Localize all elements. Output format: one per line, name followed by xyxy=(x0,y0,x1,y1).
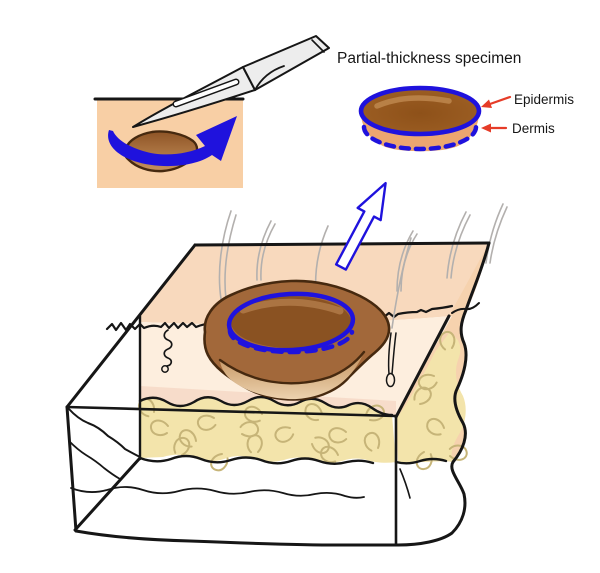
block-edges xyxy=(65,241,491,547)
specimen-sheen xyxy=(374,95,452,109)
epidermis-annotation: Epidermis xyxy=(481,92,574,108)
excision-margin-solid xyxy=(226,291,356,353)
muscle-layer-line-right xyxy=(399,468,411,499)
bottom-edge xyxy=(74,529,400,547)
hair-follicle xyxy=(385,332,397,388)
scalpel-end-line xyxy=(311,39,325,53)
scalpel xyxy=(132,35,330,128)
specimen-title: Partial-thickness specimen xyxy=(337,50,521,67)
specimen-dermis-side xyxy=(361,110,479,152)
dermis-label: Dermis xyxy=(512,121,555,136)
extraction-arrow xyxy=(334,181,387,271)
lesion-sheen xyxy=(239,298,344,315)
fat-layer-right xyxy=(397,333,466,463)
left-face-layer-line-1 xyxy=(67,407,141,458)
inset-panel xyxy=(93,35,330,188)
fat-bottom-line-right xyxy=(394,457,448,465)
left-face-layer-line-2 xyxy=(68,440,121,480)
dermis-annotation: Dermis xyxy=(481,121,555,136)
specimen-dermis-dashed xyxy=(361,124,479,152)
lesion-skirt-line xyxy=(218,350,366,385)
sweat-gland-coil xyxy=(161,329,173,373)
skin-block xyxy=(65,203,508,547)
excision-path-arrow xyxy=(108,116,237,167)
lesion-skirt xyxy=(220,352,364,400)
specimen-epidermis-top xyxy=(358,85,482,137)
specimen xyxy=(358,85,482,152)
fat-top-line xyxy=(138,395,394,417)
dermis-arrowhead-icon xyxy=(481,123,491,133)
muscle-layer-line xyxy=(70,486,365,499)
fat-bottom-line xyxy=(138,454,375,465)
hairs xyxy=(218,203,508,329)
epidermis-label: Epidermis xyxy=(514,92,574,107)
epidermis-arrowhead-icon xyxy=(481,99,492,108)
lesion xyxy=(203,279,391,401)
specimen-panel: Partial-thickness specimen Epidermis Der… xyxy=(337,50,574,152)
torn-right-edge xyxy=(396,241,491,547)
epidermis-arrow-icon xyxy=(488,95,512,106)
scalpel-blade-slot-inner xyxy=(174,80,238,106)
scalpel-fork-line xyxy=(254,65,285,91)
